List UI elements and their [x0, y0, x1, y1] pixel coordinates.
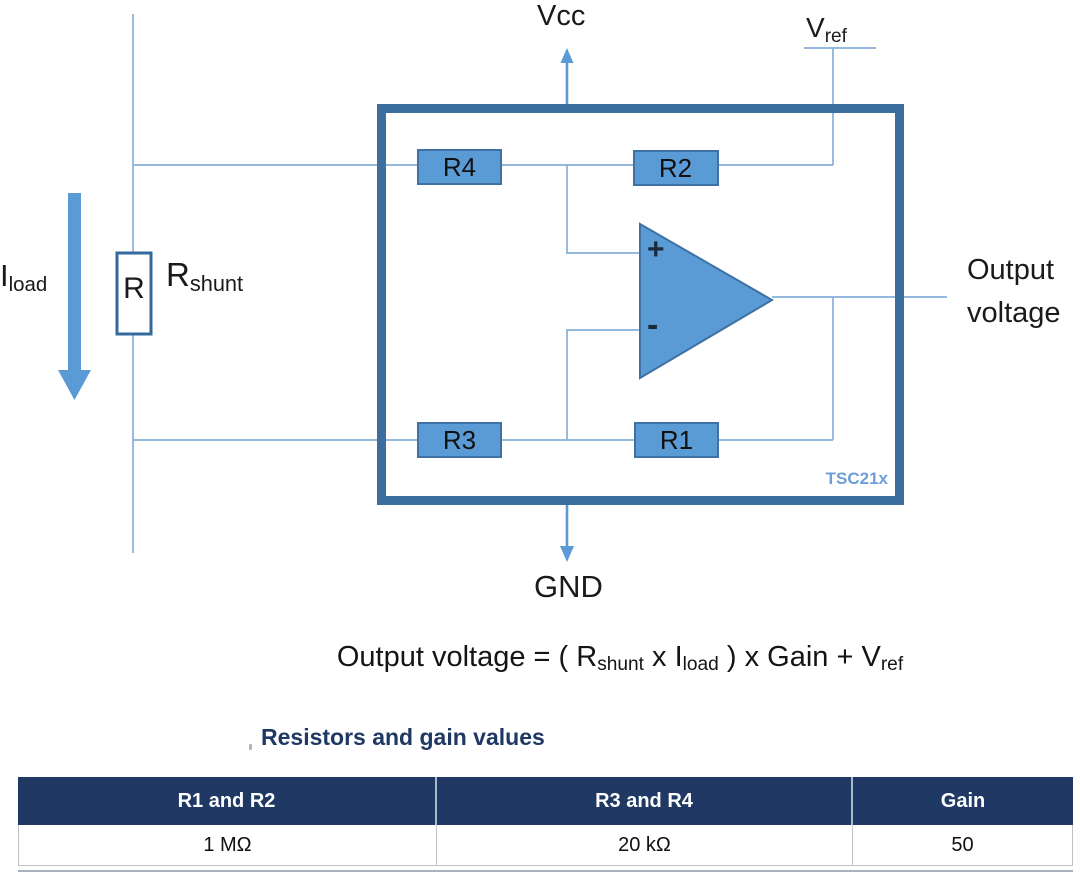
table-cell-r1-r2-value: 1 MΩ — [203, 833, 252, 856]
rshunt-body-label: R — [123, 272, 145, 305]
table-header-row: R1 and R2 R3 and R4 Gain — [18, 777, 1073, 825]
table-header-r1-r2: R1 and R2 — [177, 789, 276, 812]
noninverting-input-wire — [566, 165, 640, 254]
vcc-arrow-head — [560, 48, 574, 63]
formula-part1: Output voltage = ( R — [336, 641, 598, 673]
opamp-triangle — [639, 222, 774, 380]
resistor-r1-label: R1 — [659, 424, 694, 455]
wires — [132, 14, 947, 553]
inverting-input-wire — [566, 329, 640, 440]
iload-base: I — [0, 258, 9, 293]
gnd-label: GND — [534, 569, 603, 604]
vref-subscript: ref — [824, 25, 847, 47]
opamp-plus-sign: + — [647, 233, 665, 266]
table-bottom-rule — [18, 870, 1073, 872]
formula-sub-shunt: shunt — [597, 654, 644, 676]
resistor-r3-body — [417, 422, 502, 458]
formula-part3: ) x Gain + V — [718, 641, 881, 673]
rshunt-resistor-body — [115, 251, 153, 336]
table-row: 1 MΩ 20 kΩ 50 — [18, 825, 1073, 866]
resistor-r2-body — [633, 150, 719, 186]
vcc-label: Vcc — [537, 0, 586, 32]
iload-arrow-head — [58, 370, 91, 400]
resistor-r2-label: R2 — [658, 152, 693, 183]
resistor-r4-label: R4 — [442, 151, 477, 182]
table-header-gain: Gain — [851, 777, 1073, 825]
vref-label: Vref — [806, 12, 847, 47]
output-voltage-line1: Output — [967, 254, 1055, 286]
rshunt-subscript: shunt — [189, 271, 244, 297]
iload-subscript: load — [8, 272, 48, 296]
gnd-arrow-head — [560, 546, 574, 562]
table-title-bullet — [249, 744, 252, 750]
resistor-r3-label: R3 — [442, 424, 477, 455]
table-cell-r3-r4-value: 20 kΩ — [436, 825, 852, 865]
formula-sub-ref: ref — [880, 654, 904, 676]
table-cell-gain-value: 50 — [852, 825, 1072, 865]
formula-sub-load: load — [682, 654, 719, 676]
resistor-r1-body — [634, 422, 719, 458]
iload-label: Iload — [0, 258, 48, 296]
resistor-values-table: R1 and R2 R3 and R4 Gain 1 MΩ 20 kΩ 50 — [18, 777, 1073, 866]
circuit-schematic — [58, 14, 947, 562]
output-voltage-formula: Output voltage = ( Rshunt x Iload ) x Ga… — [240, 641, 1000, 676]
table-title: Resistors and gain values — [261, 724, 545, 750]
vref-base: V — [806, 12, 825, 43]
chip-name-label: TSC21x — [825, 469, 888, 488]
iload-arrow-shaft — [68, 193, 81, 372]
opamp-minus-sign: - — [647, 306, 659, 344]
formula-part2: x I — [643, 641, 683, 673]
table-header-r3-r4: R3 and R4 — [435, 777, 851, 825]
output-voltage-line2: voltage — [967, 297, 1061, 329]
rshunt-label: Rshunt — [166, 256, 244, 297]
resistor-r4-body — [417, 149, 502, 185]
rshunt-base: R — [166, 256, 190, 293]
output-voltage-label: Output voltage — [967, 249, 1061, 335]
ic-boundary-box — [377, 104, 904, 505]
